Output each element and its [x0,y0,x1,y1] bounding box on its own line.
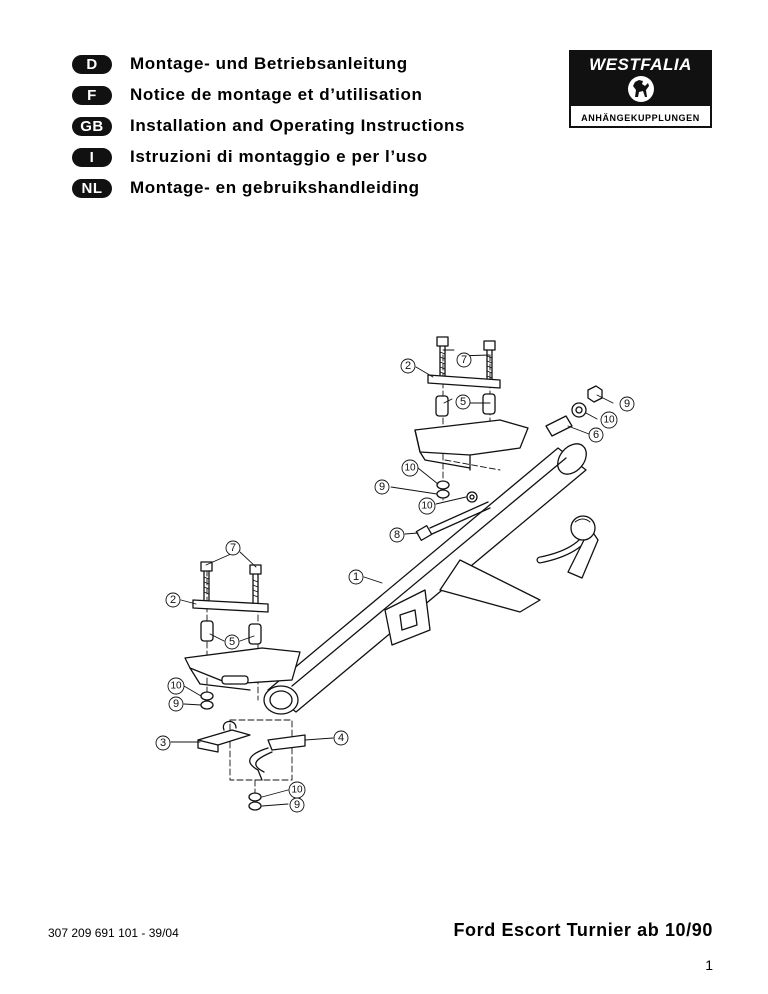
callout-bubble [155,735,171,751]
right-clamp-plate [427,374,501,389]
socket-plate [384,589,431,646]
crossbar-tube [263,443,587,715]
callout-bubble [418,497,436,515]
logo-subtitle: ANHÄNGEKUPPLUNGEN [581,113,700,123]
callout-10: 10 [404,463,416,474]
callout-bubble [400,358,416,374]
callout-bubble [455,394,471,410]
left-spacers [200,620,262,645]
callout-bubble [168,696,184,712]
callout-10: 10 [170,681,182,692]
callout-bubble [167,677,185,695]
language-row-it: I Istruzioni di montaggio e per l’uso [72,145,427,169]
callout-2: 2 [170,594,176,606]
tow-ball-neck [439,515,599,613]
logo-name: WESTFALIA [589,55,692,74]
left-bolts [200,561,262,604]
westfalia-logo: WESTFALIA ANHÄNGEKUPPLUNGEN [569,50,712,128]
language-row-nl: NL Montage- en gebruikshandleiding [72,176,419,200]
callout-9: 9 [624,398,630,410]
language-title: Montage- und Betriebsanleitung [130,54,408,73]
callout-bubble [165,592,181,608]
callout-10: 10 [291,785,303,796]
callout-9: 9 [379,481,385,493]
callout-7: 7 [230,542,236,554]
callout-bubbles [155,352,635,813]
language-badge: I [72,147,112,167]
callout-bubble [348,569,364,585]
long-bolt [415,501,491,541]
language-row-fr: F Notice de montage et d’utilisation [72,83,422,107]
rearing-horse-icon [628,76,654,102]
right-mounting-bracket [414,419,529,471]
callout-bubble [333,730,349,746]
callout-bubble [600,411,618,429]
language-title: Notice de montage et d’utilisation [130,85,423,104]
callout-7: 7 [461,354,467,366]
callout-bubble [401,459,419,477]
callout-6: 6 [593,429,599,441]
callout-2: 2 [405,360,411,372]
callout-bubble [456,352,472,368]
callout-leaders [170,349,614,807]
logo-banner: WESTFALIA [571,52,710,106]
language-badge: D [72,54,112,74]
left-clamp-plate [192,599,269,613]
callout-bubble [374,479,390,495]
language-badge: GB [72,116,112,136]
vehicle-model: Ford Escort Turnier ab 10/90 [453,920,713,940]
callout-5: 5 [460,396,466,408]
lower-clamp-plates [197,720,306,781]
callout-numbers: 7 2 5 9 10 6 10 9 10 8 7 1 2 5 10 9 3 4 … [160,354,630,811]
callout-bubble [389,527,405,543]
callout-bubble [588,427,604,443]
language-title: Installation and Operating Instructions [130,116,466,135]
right-bolts [436,336,496,383]
callout-4: 4 [338,732,344,744]
left-mounting-bracket [184,647,301,691]
callout-5: 5 [229,636,235,648]
callout-10: 10 [603,415,615,426]
callout-bubble [224,634,240,650]
callout-bubble [619,396,635,412]
language-badge: F [72,85,112,105]
callout-10: 10 [421,501,433,512]
page-number: 1 [705,957,713,973]
callout-bubble [225,540,241,556]
callout-1: 1 [353,571,359,583]
right-spacers [435,393,496,417]
language-title: Istruzioni di montaggio e per l’uso [130,147,428,166]
callout-8: 8 [394,529,400,541]
callout-9: 9 [173,698,179,710]
callout-3: 3 [160,737,166,749]
callout-bubble [289,797,305,813]
language-row-gb: GB Installation and Operating Instructio… [72,114,465,138]
language-badge: NL [72,178,112,198]
part-number: 307 209 691 101 - 39/04 [48,926,179,940]
language-row-de: D Montage- und Betriebsanleitung [72,52,407,76]
language-title: Montage- en gebruikshandleiding [130,178,420,197]
callout-9: 9 [294,799,300,811]
